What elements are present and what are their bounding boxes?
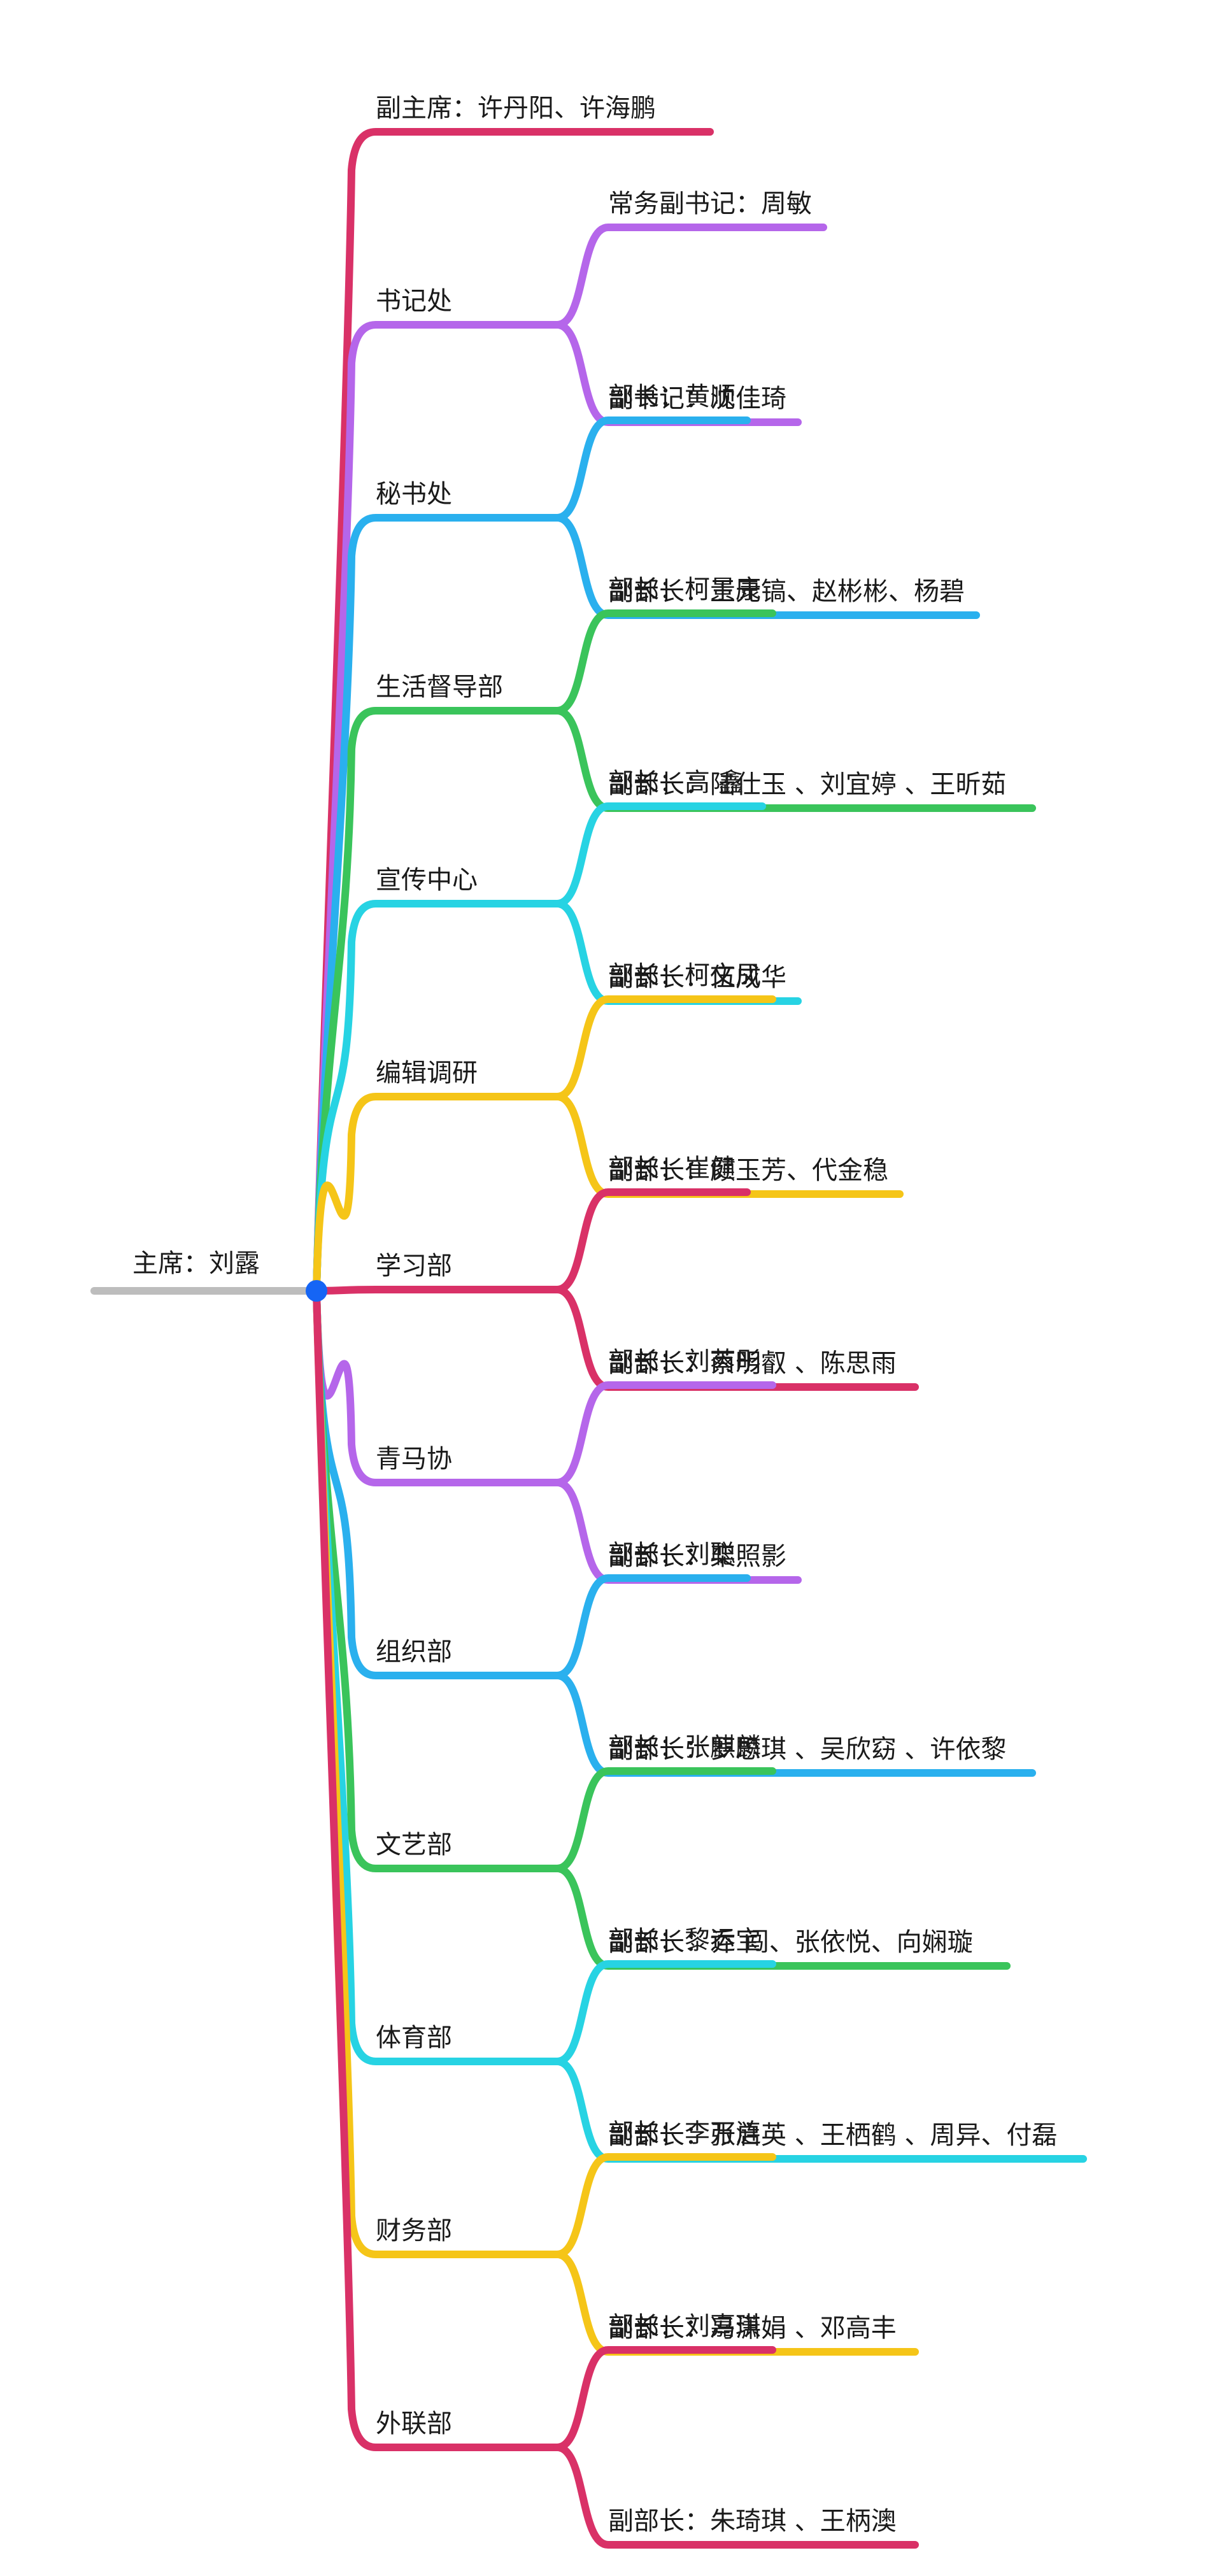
root-label: 主席：刘露 xyxy=(132,1249,260,1278)
branch-label-0: 副主席：许丹阳、许海鹏 xyxy=(376,94,656,123)
branch-label-9: 文艺部 xyxy=(376,1830,452,1860)
branch-line-5 xyxy=(313,1093,561,1295)
child-label-3-1: 副部长：陆仕玉 、刘宜婷 、王昕茹 xyxy=(608,770,1006,799)
child-line-8-0 xyxy=(553,1574,751,1679)
child-label-5-0: 部长：柯文凤 xyxy=(608,961,761,990)
child-label-9-1: 副部长：乔 闯、张依悦、向娴璇 xyxy=(608,1928,973,1957)
branch-line-4 xyxy=(313,900,561,1295)
child-label-8-0: 部长：刘聪 xyxy=(608,1540,735,1569)
child-line-4-0 xyxy=(553,802,766,907)
child-line-9-0 xyxy=(553,1767,776,1872)
branch-label-10: 体育部 xyxy=(376,2023,452,2053)
branch-label-6: 学习部 xyxy=(376,1251,452,1281)
child-line-2-0 xyxy=(553,416,751,522)
child-line-6-0 xyxy=(553,1188,751,1293)
child-label-4-0: 部长：高 鑫 xyxy=(608,768,744,797)
root-node-dot xyxy=(306,1280,327,1302)
branch-label-11: 财务部 xyxy=(376,2216,452,2245)
child-line-7-0 xyxy=(553,1381,776,1486)
child-line-3-0 xyxy=(553,609,776,715)
child-line-5-0 xyxy=(553,995,776,1100)
child-line-1-0 xyxy=(553,224,827,329)
branch-label-1: 书记处 xyxy=(376,287,452,316)
child-label-4-1: 副部长：伍成华 xyxy=(608,963,786,992)
child-label-6-1: 副部长：蔡明叡 、陈思雨 xyxy=(608,1349,897,1378)
branch-label-3: 生活督导部 xyxy=(376,672,503,702)
child-label-10-1: 副部长：张启英 、王栖鹤 、周异、付磊 xyxy=(608,2121,1057,2150)
branch-label-2: 秘书处 xyxy=(376,480,452,509)
child-label-2-1: 副部长：王元镐、赵彬彬、杨碧 xyxy=(608,577,965,606)
child-label-11-0: 部长：李万涟 xyxy=(608,2119,761,2148)
child-label-6-0: 部长：崔健 xyxy=(608,1154,735,1183)
branch-label-4: 宣传中心 xyxy=(376,865,478,895)
branch-label-12: 外联部 xyxy=(376,2409,452,2438)
node-labels: 主席：刘露副主席：许丹阳、许海鹏书记处常务副书记：周敏副书记：沈佳琦秘书处部长：… xyxy=(132,94,1057,2536)
branch-label-8: 组织部 xyxy=(376,1637,452,1667)
child-line-12-0 xyxy=(553,2346,776,2451)
child-label-2-0: 部长：黄顺 xyxy=(608,382,735,411)
child-label-9-0: 部长：张麒麟 xyxy=(608,1733,761,1762)
child-label-11-1: 副部长：冯潇娟 、邓高丰 xyxy=(608,2314,897,2343)
branch-label-5: 编辑调研 xyxy=(376,1058,478,1088)
child-label-3-0: 部长：柯景康 xyxy=(608,575,761,604)
child-label-7-0: 部长：刘芮彤 xyxy=(608,1347,761,1376)
child-line-12-1 xyxy=(553,2444,919,2549)
child-label-7-1: 副部长：栾照影 xyxy=(608,1542,786,1571)
child-label-1-1: 副书记：沈佳琦 xyxy=(608,384,786,413)
child-label-12-1: 副部长：朱琦琪 、王柄澳 xyxy=(608,2507,897,2536)
child-label-5-1: 副部长：颜玉芳、代金稳 xyxy=(608,1156,888,1185)
child-label-12-0: 部长：刘嘉琪 xyxy=(608,2312,761,2341)
child-label-10-0: 部长：黎运宝 xyxy=(608,1926,761,1955)
child-line-11-0 xyxy=(553,2153,776,2258)
branch-label-7: 青马协 xyxy=(376,1444,452,1474)
branch-line-6 xyxy=(313,1286,561,1295)
child-label-1-0: 常务副书记：周敏 xyxy=(608,189,812,218)
branch-line-12 xyxy=(313,1287,561,2451)
child-line-10-0 xyxy=(553,1960,776,2065)
child-label-8-1: 副部长：罗思琪 、吴欣窈 、许依黎 xyxy=(608,1735,1006,1764)
connector-lines xyxy=(90,128,1087,2549)
